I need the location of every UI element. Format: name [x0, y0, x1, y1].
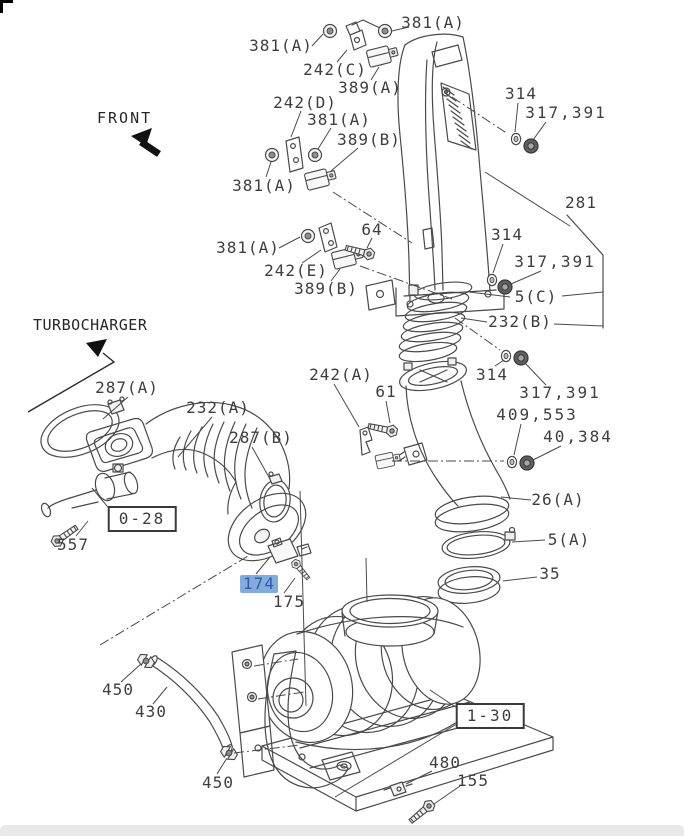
- part-label-317-391-1[interactable]: 317,391: [525, 103, 607, 122]
- ref-box-1-30[interactable]: 1-30: [455, 703, 525, 729]
- part-label-381A-3[interactable]: 381(A): [307, 110, 371, 129]
- part-label-64[interactable]: 64: [361, 220, 383, 239]
- part-label-389B-1[interactable]: 389(B): [337, 130, 401, 149]
- part-label-281[interactable]: 281: [565, 193, 597, 212]
- part-label-314-1[interactable]: 314: [505, 84, 537, 103]
- part-label-381A-1[interactable]: 381(A): [401, 13, 465, 32]
- part-label-381A-5[interactable]: 381(A): [216, 238, 280, 257]
- part-label-430[interactable]: 430: [135, 702, 167, 721]
- part-label-450-2[interactable]: 450: [202, 773, 234, 792]
- part-label-287A[interactable]: 287(A): [95, 378, 159, 397]
- part-label-155[interactable]: 155: [457, 771, 489, 790]
- part-label-480[interactable]: 480: [429, 753, 461, 772]
- part-label-314-2[interactable]: 314: [491, 225, 523, 244]
- part-label-242C[interactable]: 242(C): [303, 60, 367, 79]
- part-label-242E[interactable]: 242(E): [264, 261, 328, 280]
- part-label-317-391-3[interactable]: 317,391: [519, 383, 601, 402]
- front-arrow-icon: [131, 128, 161, 157]
- part-label-287B[interactable]: 287(B): [229, 428, 293, 447]
- part-label-175[interactable]: 175: [273, 592, 305, 611]
- part-label-61[interactable]: 61: [375, 382, 397, 401]
- ref-box-0-28[interactable]: 0-28: [107, 506, 177, 532]
- part-label-35[interactable]: 35: [539, 564, 561, 583]
- part-label-242D[interactable]: 242(D): [273, 93, 337, 112]
- turbocharger-label: TURBOCHARGER: [33, 316, 148, 334]
- part-label-317-391-2[interactable]: 317,391: [514, 252, 596, 271]
- part-label-232A[interactable]: 232(A): [186, 398, 250, 417]
- turbocharger-arrow-icon: [27, 339, 116, 413]
- part-label-5A[interactable]: 5(A): [547, 530, 591, 549]
- part-label-5C[interactable]: 5(C): [514, 287, 558, 306]
- horizontal-scrollbar-track[interactable]: [0, 825, 684, 836]
- part-label-232B[interactable]: 232(B): [488, 312, 552, 331]
- part-label-174-highlighted[interactable]: 174: [240, 575, 278, 593]
- part-label-409-553[interactable]: 409,553: [496, 405, 578, 424]
- part-label-26A[interactable]: 26(A): [531, 490, 585, 509]
- part-label-557[interactable]: 557: [57, 535, 89, 554]
- front-direction-label: FRONT: [97, 109, 153, 127]
- part-label-242A[interactable]: 242(A): [309, 365, 373, 384]
- part-label-40-384[interactable]: 40,384: [543, 427, 613, 446]
- corner-crop-mark: [0, 0, 13, 13]
- part-label-389A[interactable]: 389(A): [338, 78, 402, 97]
- part-label-381A-2[interactable]: 381(A): [249, 36, 313, 55]
- part-label-450-1[interactable]: 450: [102, 680, 134, 699]
- part-label-389B-2[interactable]: 389(B): [294, 279, 358, 298]
- part-label-381A-4[interactable]: 381(A): [232, 176, 296, 195]
- part-label-314-3[interactable]: 314: [476, 365, 508, 384]
